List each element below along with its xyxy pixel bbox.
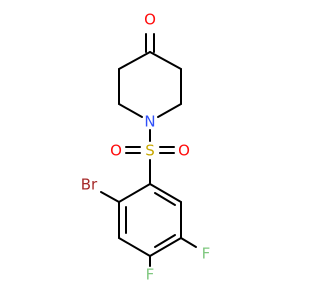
bond-c-f-upper [180,237,197,248]
atom-oxygen-sulfonyl-left: O [110,142,122,160]
atom-oxygen-ketone: O [144,11,156,29]
bonds [100,33,197,267]
bond-ar-1 [118,183,151,203]
bond-c-br [100,191,120,203]
atom-oxygen-sulfonyl-right: O [178,142,190,160]
bond-ar-6-inner [154,234,176,248]
bond-ar-2-inner [154,192,176,206]
atom-fluorine-upper: F [202,245,211,263]
structure-canvas: O N S O O Br F F [81,11,211,284]
bond-ring-2 [149,51,182,70]
molecule-diagram: O N S O O Br F F [81,11,211,284]
atom-fluorine-lower: F [146,266,155,284]
bond-ar-2 [149,183,182,203]
bond-ring-5 [118,103,143,118]
bond-ar-6 [149,237,182,257]
atom-bromine: Br [81,176,98,194]
bond-ring-6 [157,103,182,118]
bond-ring-1 [118,51,151,70]
atom-sulfur: S [145,142,155,160]
atom-nitrogen: N [144,113,155,131]
bond-ar-5 [118,237,151,257]
